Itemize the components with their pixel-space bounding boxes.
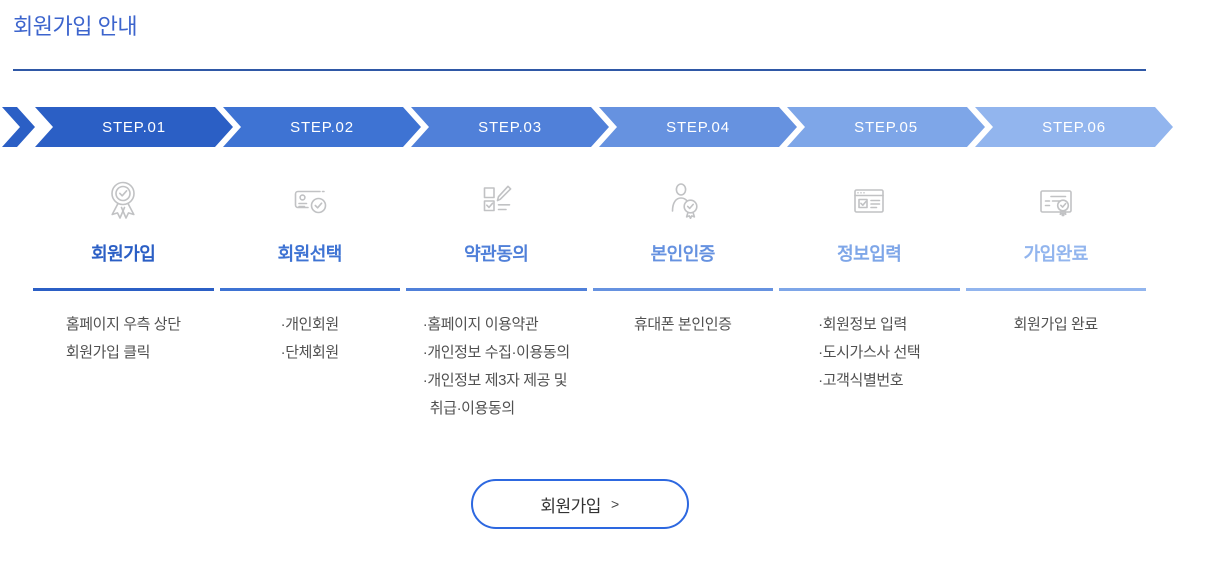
step-detail-line: ·단체회원 [280, 344, 340, 361]
step-columns: 회원가입 홈페이지 우측 상단 회원가입 클릭 [13, 177, 1146, 423]
step-underline [779, 288, 960, 291]
step-banner-row: STEP.01 STEP.02 STEP.03 STEP.04 STEP.05 … [2, 107, 1146, 147]
step-underline [33, 288, 214, 291]
step-detail-line: 휴대폰 본인인증 [633, 316, 732, 333]
step-column-member-type: 회원선택 ·개인회원 ·단체회원 [219, 177, 401, 423]
step-title: 정보입력 [837, 244, 902, 264]
step-banner-label: STEP.04 [666, 118, 730, 136]
step-banner-2: STEP.02 [223, 107, 421, 147]
step-title: 약관동의 [464, 244, 529, 264]
terms-agreement-pen-icon [406, 177, 587, 225]
step-details: 홈페이지 우측 상단 회원가입 클릭 [33, 311, 214, 367]
award-ribbon-icon [33, 177, 214, 225]
step-details: 휴대폰 본인인증 [593, 311, 774, 339]
step-detail-line: ·개인정보 수집·이용동의 [422, 344, 570, 361]
step-underline [592, 288, 773, 291]
step-detail-line: ·개인정보 제3자 제공 및 [422, 372, 568, 389]
step-detail-line: ·고객식별번호 [818, 372, 904, 389]
step-banner-3: STEP.03 [411, 107, 609, 147]
step-column-identity: 본인인증 휴대폰 본인인증 [592, 177, 774, 423]
lead-chevron-icon [2, 107, 35, 147]
signup-button[interactable]: 회원가입 > [470, 479, 689, 529]
step-banner-1: STEP.01 [35, 107, 233, 147]
certificate-seal-icon [966, 177, 1147, 225]
person-verify-icon [593, 177, 774, 225]
step-underline [219, 288, 400, 291]
step-detail-line: ·개인회원 [280, 316, 340, 333]
chevron-right-icon: > [610, 496, 619, 512]
title-divider [13, 69, 1146, 71]
step-banner-label: STEP.01 [102, 118, 166, 136]
id-card-check-icon [220, 177, 401, 225]
step-title: 회원가입 [91, 244, 156, 264]
step-detail-line: ·도시가스사 선택 [818, 344, 921, 361]
step-title: 본인인증 [650, 244, 716, 264]
step-details: ·회원정보 입력 ·도시가스사 선택 ·고객식별번호 [779, 311, 960, 395]
step-detail-line: 회원가입 완료 [1013, 316, 1099, 333]
step-underline [406, 288, 587, 291]
step-details: ·개인회원 ·단체회원 [220, 311, 401, 367]
step-detail-line: 회원가입 클릭 [65, 344, 151, 361]
step-title: 회원선택 [277, 244, 343, 264]
step-banner-label: STEP.06 [1042, 118, 1106, 136]
step-column-info-entry: 정보입력 ·회원정보 입력 ·도시가스사 선택 ·고객식별번호 [779, 177, 960, 423]
step-banner-6: STEP.06 [975, 107, 1173, 147]
step-banner-5: STEP.05 [787, 107, 985, 147]
step-title: 가입완료 [1023, 244, 1089, 264]
step-detail-line: ·홈페이지 이용약관 [422, 316, 539, 333]
step-column-terms: 약관동의 ·홈페이지 이용약관 ·개인정보 수집·이용동의 ·개인정보 제3자 … [406, 177, 587, 423]
signup-guide-page: 회원가입 안내 STEP.01 STEP.02 STEP.03 STEP.04 … [2, 0, 1146, 529]
form-window-icon [779, 177, 960, 225]
step-details: ·홈페이지 이용약관 ·개인정보 수집·이용동의 ·개인정보 제3자 제공 및 … [406, 311, 587, 423]
step-detail-line: 홈페이지 우측 상단 [65, 316, 181, 333]
step-banner-label: STEP.03 [478, 118, 542, 136]
page-title: 회원가입 안내 [13, 14, 138, 39]
step-detail-line: 취급·이용동의 [429, 400, 515, 417]
step-banner-label: STEP.05 [854, 118, 918, 136]
step-detail-line: ·회원정보 입력 [818, 316, 907, 333]
step-column-signup: 회원가입 홈페이지 우측 상단 회원가입 클릭 [33, 177, 214, 423]
step-column-complete: 가입완료 회원가입 완료 [965, 177, 1147, 423]
step-banner-label: STEP.02 [290, 118, 354, 136]
step-underline [965, 288, 1146, 291]
signup-button-label: 회원가입 [540, 496, 601, 516]
step-banner-4: STEP.04 [599, 107, 797, 147]
step-details: 회원가입 완료 [966, 311, 1147, 339]
